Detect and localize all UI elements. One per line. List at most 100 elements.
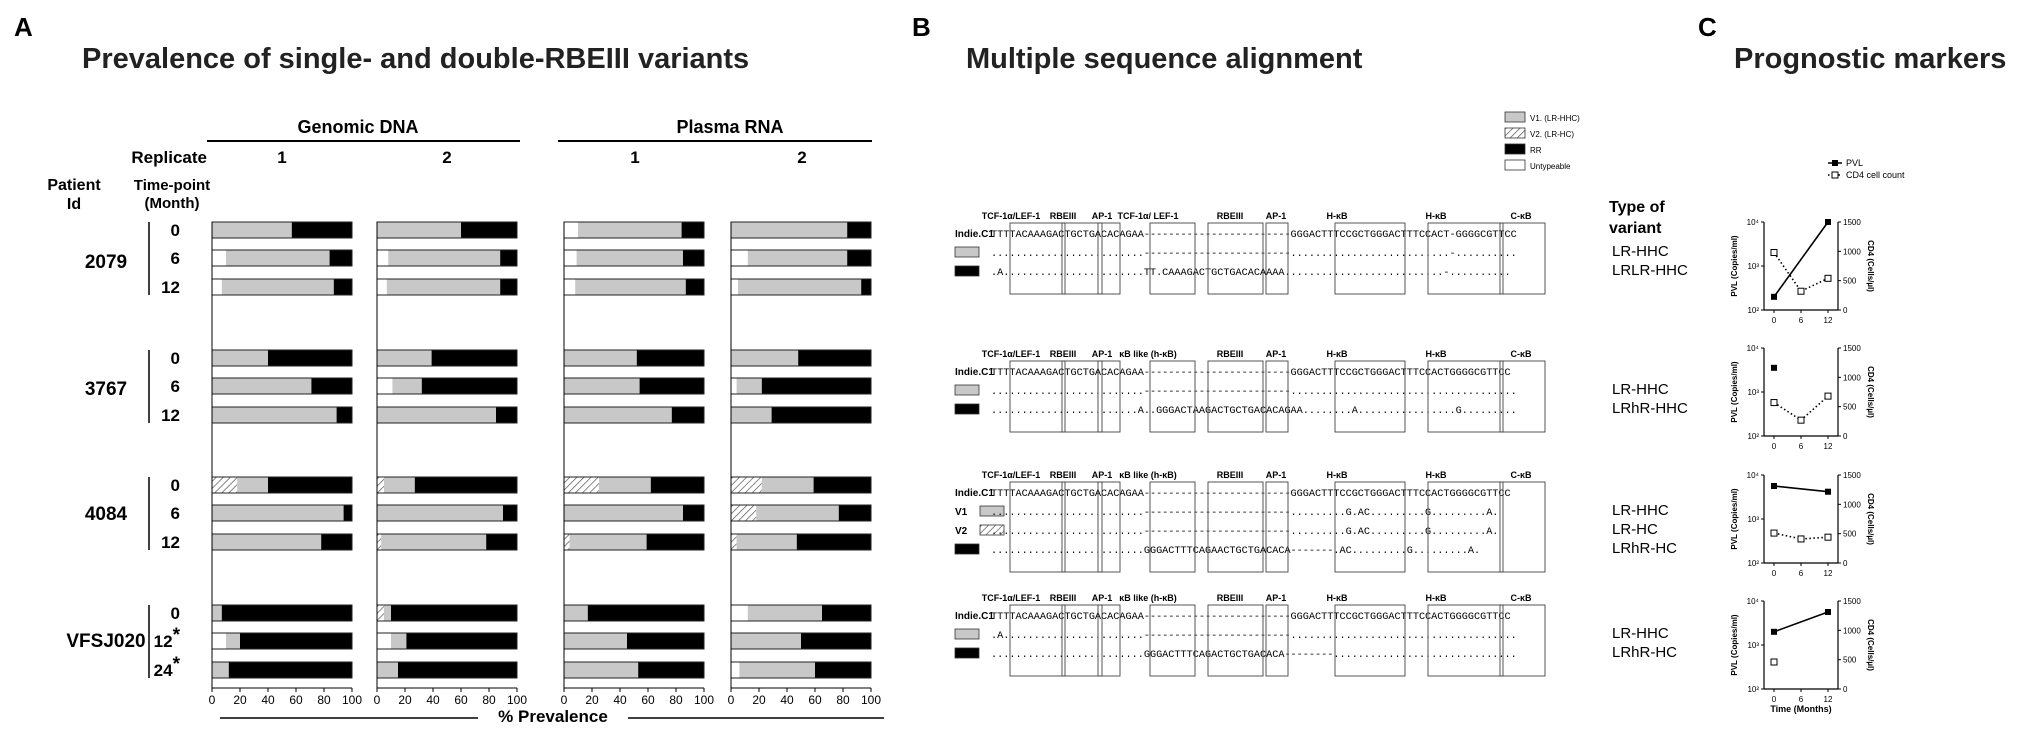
bar-segment-v1-lr-hhc- <box>738 279 862 295</box>
sequence-row: .A.......................TT.CAAAGACTGCTG… <box>991 268 1511 279</box>
c-ylabel-left: PVL (Copies/ml) <box>1730 614 1739 676</box>
bar-segment-rr <box>431 350 517 366</box>
cd4-point <box>1824 274 1832 282</box>
cd4-point <box>1824 392 1832 400</box>
c-ytick-right-label: 0 <box>1843 559 1848 568</box>
x-tick-label: 80 <box>836 693 850 707</box>
timepoint-label: 12 <box>161 278 180 297</box>
sequence-name: Indie.C1 <box>955 367 994 378</box>
bar-segment-v1-lr-hhc- <box>731 633 801 649</box>
motif-label: AP-1 <box>1092 593 1113 603</box>
motif-label: RBEIII <box>1050 470 1077 480</box>
bar-segment-v2-lr-hc- <box>377 477 384 493</box>
motif-box <box>1097 360 1121 433</box>
sequence-row: .........................---------------… <box>991 508 1498 519</box>
cd4-point <box>1797 416 1805 424</box>
motif-label: RBEIII <box>1217 593 1244 603</box>
bar-segment-v1-lr-hhc- <box>212 378 312 394</box>
timepoint-label: 6 <box>171 504 180 523</box>
legend-label-v2: V2. (LR-HC) <box>1530 130 1574 139</box>
pvl-point <box>1825 219 1831 225</box>
motif-label: RBEIII <box>1050 211 1077 221</box>
x-tick-label: 40 <box>613 693 627 707</box>
c-ytick-right-label: 0 <box>1843 685 1848 694</box>
bar-segment-rr <box>329 250 352 266</box>
c-ylabel-left: PVL (Copies/ml) <box>1730 235 1739 297</box>
x-tick-label: 0 <box>728 693 735 707</box>
bar-segment-rr <box>638 662 704 678</box>
x-tick-label: 100 <box>342 693 362 707</box>
bar-segment-rr <box>815 662 871 678</box>
sequence-name: Indie.C1 <box>955 611 994 622</box>
x-tick-label: 100 <box>861 693 881 707</box>
c-xtick-label: 0 <box>1772 569 1777 578</box>
bar-segment-v1-lr-hhc- <box>575 279 686 295</box>
c-ytick-right-label: 500 <box>1843 530 1857 539</box>
pvl-point <box>1825 609 1831 615</box>
x-tick-label: 40 <box>780 693 794 707</box>
bar-segment-rr <box>398 662 517 678</box>
timepoint-star: * <box>173 625 181 646</box>
motif-label: κB like (h-κB) <box>1119 470 1177 480</box>
bar-segment-untypeable <box>731 250 748 266</box>
motif-box <box>1334 222 1406 295</box>
replicate-label-2: 2 <box>442 148 451 167</box>
motif-label: H-κB <box>1326 349 1348 359</box>
bar-segment-rr <box>503 505 517 521</box>
bar-segment-v1-lr-hhc- <box>381 534 487 550</box>
bar-segment-rr <box>683 505 704 521</box>
motif-box <box>1265 222 1289 295</box>
bar-segment-rr <box>500 279 517 295</box>
timepoint-label: 0 <box>171 476 180 495</box>
pvl-line <box>1773 611 1829 633</box>
motif-box <box>1009 481 1066 573</box>
variant-swatch <box>954 265 980 277</box>
timepoint-label: 12 <box>161 533 180 552</box>
bar-segment-v1-lr-hhc- <box>564 662 639 678</box>
bar-segment-rr <box>414 477 517 493</box>
bar-segment-v1-lr-hhc- <box>564 605 588 621</box>
pvl-point <box>1771 483 1777 489</box>
x-tick-label: 20 <box>585 693 599 707</box>
bar-segment-v1-lr-hhc- <box>564 350 637 366</box>
motif-label: AP-1 <box>1092 349 1113 359</box>
motif-label: TCF-1α/LEF-1 <box>982 593 1041 603</box>
motif-box <box>1207 481 1264 573</box>
x-tick-label: 20 <box>752 693 766 707</box>
cd4-line <box>1773 395 1829 422</box>
bar-segment-untypeable <box>377 250 389 266</box>
legend-swatch-untypeable <box>1504 159 1526 171</box>
bar-segment-untypeable <box>731 378 737 394</box>
sequence-row: .........................---------------… <box>991 387 1517 398</box>
c-ytick-right-label: 500 <box>1843 403 1857 412</box>
variant-type-label: LRhR-HC <box>1612 644 1677 661</box>
motif-box <box>1334 481 1406 573</box>
sequence-row: ........................A..GGGACTAAGACTG… <box>991 406 1517 417</box>
motif-box <box>1061 222 1103 295</box>
motif-box <box>1334 604 1406 677</box>
bar-segment-rr <box>627 633 704 649</box>
variant-swatch <box>954 246 980 258</box>
variant-swatch <box>954 628 980 640</box>
bar-segment-rr <box>587 605 704 621</box>
bar-segment-v1-lr-hhc- <box>731 407 772 423</box>
c-xtick-label: 12 <box>1824 695 1833 704</box>
bar-segment-v1-lr-hhc- <box>377 505 503 521</box>
motif-label: TCF-1α/LEF-1 <box>982 211 1041 221</box>
c-xtick-label: 12 <box>1824 442 1833 451</box>
c-ylabel-left: PVL (Copies/ml) <box>1730 488 1739 550</box>
cd4-line <box>1773 532 1829 540</box>
variant-type-label: LRLR-HHC <box>1612 262 1688 279</box>
type-header-line2: variant <box>1609 220 1662 237</box>
legend-pvl-label: PVL <box>1846 158 1863 168</box>
bar-segment-rr <box>321 534 352 550</box>
bar-segment-v1-lr-hhc- <box>756 505 839 521</box>
x-tick-label: 0 <box>209 693 216 707</box>
x-tick-label: 0 <box>374 693 381 707</box>
bar-segment-v1-lr-hhc- <box>212 505 344 521</box>
c-ytick-right-label: 1500 <box>1843 218 1861 227</box>
timepoint-label: 0 <box>171 349 180 368</box>
